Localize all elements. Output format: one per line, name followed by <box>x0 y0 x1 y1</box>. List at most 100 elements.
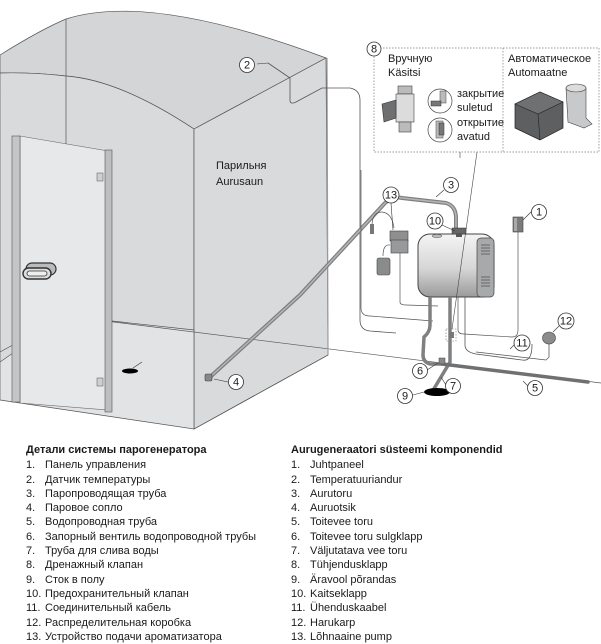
room-label-ru: Парильня <box>216 160 267 172</box>
legend-item: 10.Kaitseklapp <box>291 587 502 601</box>
legend-item-text: Датчик температуры <box>45 473 151 486</box>
callout-circle <box>228 374 244 390</box>
legend-item-text: Распределительная коробка <box>45 616 192 629</box>
steam-nozzle-icon <box>204 373 213 382</box>
manual-title-ru: Вручную <box>388 53 432 65</box>
closed-label-ru: закрытие <box>457 88 504 100</box>
legend-item-text: Предохранительный клапан <box>45 587 189 600</box>
automatic-title-et: Automaatne <box>508 67 567 79</box>
floor-drain-icon <box>424 388 450 396</box>
legend-item-number: 4. <box>26 502 36 515</box>
callout-6: 6 <box>412 363 428 379</box>
legend-item-text: Kaitseklapp <box>310 587 367 600</box>
legend-item-number: 9. <box>26 573 36 586</box>
legend-item-number: 8. <box>26 559 36 572</box>
control-panel-icon[interactable] <box>512 216 524 233</box>
callout-3: 3 <box>443 177 459 193</box>
legend-item-number: 6. <box>26 530 36 543</box>
legend-item-text: Труба для слива воды <box>45 545 159 558</box>
legend-item: 11.Соединительный кабель <box>26 601 256 615</box>
legend-item-text: Aurutoru <box>310 487 353 500</box>
legend-russian: Детали системы парогенератора 1. Панель у… <box>26 443 256 644</box>
legend-item-text: Сток в полу <box>45 573 105 586</box>
legend-item-number: 2. <box>291 473 301 486</box>
legend-item-number: 13. <box>291 630 307 643</box>
legend-item-number: 1. <box>26 459 36 472</box>
manual-title-et: Käsitsi <box>388 67 420 79</box>
legend-item-number: 5. <box>26 516 36 529</box>
drain-valve-marker <box>445 328 457 342</box>
callout-4: 4 <box>228 374 244 390</box>
callout-13: 13 <box>382 186 400 204</box>
callout-10: 10 <box>426 212 444 230</box>
callout-circle <box>397 388 413 404</box>
legend-item: 12.Harukarp <box>291 616 502 630</box>
legend-item-number: 13. <box>26 630 42 643</box>
legend-item: 8.Дренажный клапан <box>26 558 256 572</box>
legend-item-text: Äravool põrandas <box>310 573 397 586</box>
legend-item: 7.Väljutatava vee toru <box>291 544 502 558</box>
automatic-valve-icon <box>514 83 593 141</box>
callout-number: 8 <box>371 44 377 56</box>
legend-item: 6.Toitevee toru sulgklapp <box>291 530 502 544</box>
steam-system-diagram: Парильня Aurusaun <box>0 10 601 430</box>
callout-number: 5 <box>532 383 538 395</box>
legend-item: 4.Паровое сопло <box>26 501 256 515</box>
room-label-et: Aurusaun <box>216 176 263 188</box>
legend-item-text: Harukarp <box>310 616 356 629</box>
callout-number: 10 <box>429 216 441 228</box>
callout-number: 4 <box>233 377 239 389</box>
legend-item-text: Паропроводящая труба <box>45 487 167 500</box>
callout-circle <box>412 363 428 379</box>
legend-item: 5.Toitevee toru <box>291 515 502 529</box>
floor-drain-icon <box>122 368 138 374</box>
aroma-pump <box>370 211 409 276</box>
legend-item-number: 3. <box>291 487 301 500</box>
legend-item-text: Запорный вентиль водопроводной трубы <box>45 530 257 543</box>
legend-item: 3.Паропроводящая труба <box>26 487 256 501</box>
callout-number: 6 <box>417 366 423 378</box>
legend-item: 2. Датчик температуры <box>26 473 256 487</box>
legend-item: 13.Устройство подачи ароматизатора <box>26 630 256 644</box>
legend-item: 4.Auruotsik <box>291 501 502 515</box>
legend-item-number: 11. <box>26 602 41 615</box>
drain-pipe <box>430 297 452 393</box>
callout-1: 1 <box>531 204 547 220</box>
callout-circle <box>443 177 459 193</box>
closed-label-et: suletud <box>457 102 492 114</box>
callout-circle <box>239 57 255 73</box>
door-handle-icon[interactable] <box>22 262 57 280</box>
legend-item-number: 5. <box>291 516 301 529</box>
shutoff-valve-icon <box>438 357 446 365</box>
legend-item: 11.Ühenduskaabel <box>291 601 502 615</box>
legend-item: 6. Запорный вентиль водопроводной трубы <box>26 530 256 544</box>
callout-number: 13 <box>385 190 397 202</box>
legend-item: 1. Панель управления <box>26 458 256 472</box>
legend-item-number: 11. <box>291 602 306 615</box>
legend-item-number: 7. <box>291 545 301 558</box>
callout-circle <box>382 186 400 204</box>
legend-item-number: 4. <box>291 502 301 515</box>
legend-title-et: Aurugeneraatori süsteemi komponendid <box>291 444 503 456</box>
aroma-container-icon <box>376 257 391 276</box>
legend-item-number: 9. <box>291 573 301 586</box>
legend-item-number: 6. <box>291 530 301 543</box>
legend-estonian: Aurugeneraatori süsteemi komponendid 1.J… <box>291 443 502 644</box>
callout-7: 7 <box>445 378 461 394</box>
legend-item: 12.Распределительная коробка <box>26 616 256 630</box>
legend-item: 7.Труба для слива воды <box>26 544 256 558</box>
legend-item-number: 2. <box>26 473 36 486</box>
callout-number: 3 <box>448 180 454 192</box>
legend-item-text: Панель управления <box>45 459 147 472</box>
legend-title-ru: Детали системы парогенератора <box>26 444 207 456</box>
junction-box-icon <box>542 331 556 345</box>
legend-item: 3. Aurutoru <box>291 487 502 501</box>
callout-circle <box>531 204 547 220</box>
steam-generator <box>417 227 495 298</box>
callout-9: 9 <box>397 388 413 404</box>
callout-number: 11 <box>516 338 527 350</box>
drain-valve-inset: Вручную Käsitsi Автоматическое Automaatn… <box>373 47 600 158</box>
leader-lines <box>213 189 560 396</box>
legend-item: 5.Водопроводная труба <box>26 515 256 529</box>
